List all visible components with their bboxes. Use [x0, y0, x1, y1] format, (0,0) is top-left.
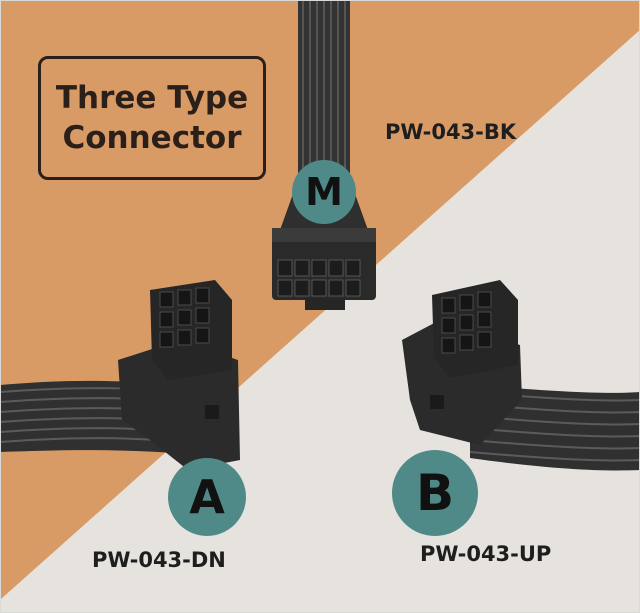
title-line-2: Connector — [62, 120, 242, 156]
model-label-a: PW-043-DN — [92, 548, 226, 572]
model-label-b: PW-043-UP — [420, 542, 552, 566]
title-line-1: Three Type — [55, 80, 249, 116]
connector-b-graphic — [402, 280, 640, 471]
title-box: Three Type Connector — [38, 56, 266, 180]
model-label-m: PW-043-BK — [385, 120, 517, 144]
badge-b: B — [392, 450, 478, 536]
badge-a: A — [168, 458, 246, 536]
background-gray — [0, 30, 640, 613]
connector-a-graphic — [0, 280, 240, 470]
badge-m: M — [292, 160, 356, 224]
